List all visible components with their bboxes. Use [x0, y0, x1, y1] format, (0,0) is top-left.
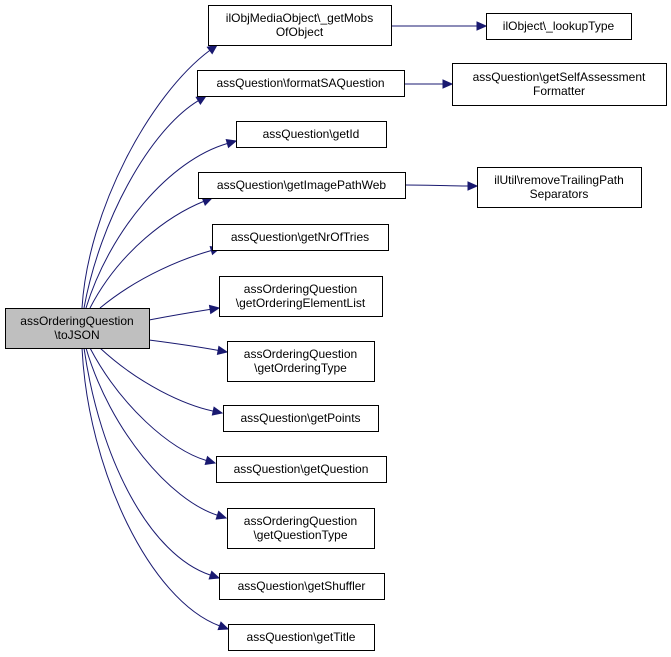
- arrowhead: [476, 21, 488, 31]
- arrowhead: [208, 304, 221, 315]
- node-root[interactable]: assOrderingQuestion\toJSON: [5, 308, 150, 349]
- node-box: [486, 13, 632, 40]
- nodes-layer: assOrderingQuestion\toJSONilObjMediaObje…: [5, 5, 667, 651]
- edge-root-to-getShuffler: [83, 347, 221, 580]
- node-getOrderingElementList[interactable]: assOrderingQuestion\getOrderingElementLi…: [219, 276, 383, 317]
- arrowhead: [211, 406, 224, 416]
- node-label: assOrderingQuestion: [244, 282, 357, 296]
- node-label: \getOrderingType: [254, 361, 347, 375]
- node-label: \getOrderingElementList: [236, 296, 366, 310]
- node-label: assOrderingQuestion: [244, 514, 357, 528]
- node-box: [223, 405, 379, 432]
- node-getQuestionType[interactable]: assOrderingQuestion\getQuestionType: [227, 508, 375, 549]
- node-label: OfObject: [276, 25, 324, 39]
- node-label: \toJSON: [54, 328, 99, 342]
- node-label: assQuestion\getImagePathWeb: [217, 178, 387, 192]
- node-box: [219, 276, 383, 317]
- edge-line: [89, 200, 204, 309]
- arrowhead: [442, 79, 454, 89]
- edge-root-to-getQuestion: [89, 347, 217, 465]
- edge-root-to-getOrderingType: [148, 339, 229, 355]
- edge-root-to-getMobs: [81, 44, 218, 309]
- edge-formatSA-to-getSAFormatter: [404, 79, 454, 89]
- node-box: [198, 172, 406, 199]
- edge-line: [99, 249, 212, 309]
- edge-line: [89, 347, 207, 461]
- node-getQuestion[interactable]: assQuestion\getQuestion: [216, 456, 387, 483]
- node-label: assQuestion\getPoints: [240, 411, 360, 425]
- edge-line: [83, 100, 199, 309]
- node-box: [227, 341, 375, 382]
- node-label: ilUtil\removeTrailingPath: [494, 173, 624, 187]
- node-label: Formatter: [533, 84, 585, 98]
- edge-root-to-getPoints: [99, 347, 224, 416]
- arrowhead: [204, 455, 217, 465]
- arrowhead: [467, 181, 479, 191]
- arrowhead: [206, 44, 218, 55]
- node-getNrOfTries[interactable]: assQuestion\getNrOfTries: [212, 224, 389, 251]
- node-lookupType[interactable]: ilObject\_lookupType: [486, 13, 632, 40]
- node-box: [228, 624, 375, 651]
- node-label: assOrderingQuestion: [244, 347, 357, 361]
- arrowhead: [225, 139, 238, 149]
- edge-line: [148, 339, 219, 351]
- edge-root-to-getTitle: [81, 347, 230, 631]
- node-getImagePathWeb[interactable]: assQuestion\getImagePathWeb: [198, 172, 406, 199]
- edge-line: [85, 347, 218, 516]
- node-getOrderingType[interactable]: assOrderingQuestion\getOrderingType: [227, 341, 375, 382]
- node-label: assOrderingQuestion: [20, 314, 133, 328]
- arrowhead: [208, 570, 221, 580]
- node-label: assQuestion\getQuestion: [234, 462, 369, 476]
- edge-line: [404, 184, 469, 187]
- edge-getImagePathWeb-to-removeTrailing: [404, 181, 479, 191]
- node-getShuffler[interactable]: assQuestion\getShuffler: [219, 573, 385, 600]
- edge-line: [148, 308, 211, 321]
- node-label: assQuestion\getTitle: [247, 630, 356, 644]
- node-label: ilObjMediaObject\_getMobs: [226, 11, 373, 25]
- edge-line: [99, 347, 214, 412]
- arrowhead: [217, 621, 230, 631]
- edge-line: [81, 347, 220, 627]
- node-label: assQuestion\getSelfAssessment: [473, 70, 646, 84]
- arrowhead: [216, 345, 229, 355]
- edge-root-to-getNrOfTries: [99, 246, 222, 309]
- node-label: ilObject\_lookupType: [503, 19, 615, 33]
- node-box: [197, 70, 405, 97]
- edge-root-to-getOrderingElementList: [148, 304, 221, 321]
- node-box: [219, 573, 385, 600]
- node-box: [208, 5, 392, 46]
- node-box: [477, 167, 642, 208]
- edge-line: [85, 143, 228, 309]
- node-box: [227, 508, 375, 549]
- edge-root-to-getQuestionType: [85, 347, 228, 520]
- edge-line: [81, 49, 211, 309]
- arrowhead: [195, 95, 208, 106]
- node-box: [236, 121, 387, 148]
- node-box: [5, 308, 150, 349]
- node-label: assQuestion\getId: [263, 127, 360, 141]
- arrowhead: [215, 510, 228, 520]
- node-label: Separators: [530, 187, 589, 201]
- edge-root-to-getImagePathWeb: [89, 197, 214, 309]
- node-box: [452, 63, 667, 106]
- node-label: \getQuestionType: [253, 528, 347, 542]
- node-formatSA[interactable]: assQuestion\formatSAQuestion: [197, 70, 405, 97]
- node-getId[interactable]: assQuestion\getId: [236, 121, 387, 148]
- node-getTitle[interactable]: assQuestion\getTitle: [228, 624, 375, 651]
- node-label: assQuestion\getShuffler: [238, 579, 366, 593]
- edge-root-to-getId: [85, 139, 238, 309]
- edge-line: [83, 347, 211, 576]
- node-label: assQuestion\getNrOfTries: [231, 230, 369, 244]
- edge-getMobs-to-lookupType: [391, 21, 488, 31]
- node-getPoints[interactable]: assQuestion\getPoints: [223, 405, 379, 432]
- node-box: [212, 224, 389, 251]
- node-label: assQuestion\formatSAQuestion: [216, 76, 384, 90]
- node-box: [216, 456, 387, 483]
